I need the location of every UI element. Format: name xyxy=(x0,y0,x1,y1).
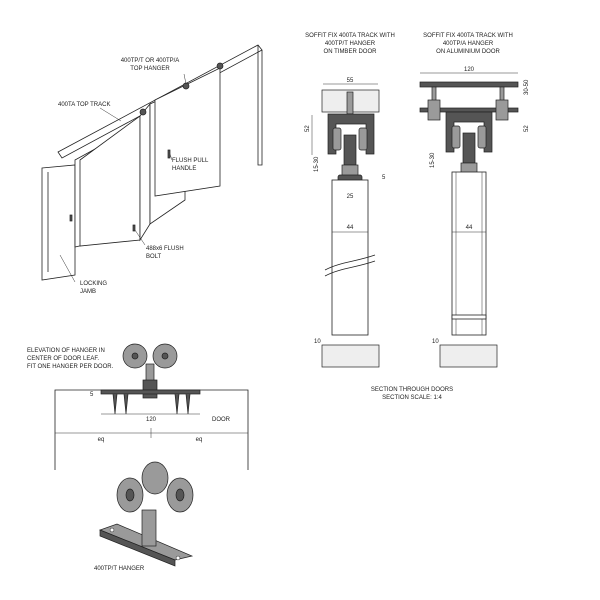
dim-door: 44 xyxy=(347,225,354,231)
door-leaf xyxy=(154,67,221,197)
handle-label: HANDLE xyxy=(172,166,196,172)
hanger-label: 400TP/T OR 400TP/A xyxy=(121,58,180,64)
dim-eq-right: eq xyxy=(196,437,203,443)
flush-bolt xyxy=(132,224,136,232)
dim-plate-width: 120 xyxy=(146,417,157,423)
flush-pull-handle xyxy=(167,149,171,159)
dim-width: 55 xyxy=(347,78,354,84)
jamb-label: LOCKING xyxy=(80,281,107,287)
handle-label: FLUSH PULL xyxy=(172,158,209,164)
hanger-label: TOP HANGER xyxy=(130,66,170,72)
hanger-elevation: ELEVATION OF HANGER IN CENTER OF DOOR LE… xyxy=(27,343,249,470)
section-scale: SECTION SCALE: 1:4 xyxy=(382,395,442,401)
section-title: SOFFIT FIX 400TA TRACK WITH xyxy=(305,33,395,39)
section-title: ON ALUMINIUM DOOR xyxy=(436,49,500,55)
section-title: 400TP/T HANGER xyxy=(325,41,376,47)
track-profile xyxy=(327,113,375,155)
jamb-label: JAMB xyxy=(80,289,96,295)
section-caption: SECTION THROUGH DOORS xyxy=(371,387,453,393)
top-plate xyxy=(419,81,519,88)
hanger-icon xyxy=(139,108,147,116)
track-profile xyxy=(445,111,493,153)
dim-height: 52 xyxy=(524,125,530,132)
dim-height: 52 xyxy=(305,125,311,132)
dim-door: 44 xyxy=(466,225,473,231)
door-outline xyxy=(54,389,249,470)
folding-door-perspective: 400TP/T OR 400TP/A TOP HANGER 400TA TOP … xyxy=(41,44,263,295)
dim-bracket: 30-50 xyxy=(524,79,530,95)
section-title: SOFFIT FIX 400TA TRACK WITH xyxy=(423,33,513,39)
section-title: ON TIMBER DOOR xyxy=(324,49,378,55)
locking-jamb xyxy=(41,164,76,281)
mount-plate xyxy=(100,389,201,395)
dim-plate-thickness: 5 xyxy=(90,392,94,398)
hanger-icon xyxy=(216,62,224,70)
timber-door xyxy=(331,179,369,336)
elevation-note: CENTER OF DOOR LEAF. xyxy=(27,356,99,362)
hanger-caption: 400TP/T HANGER xyxy=(94,566,145,572)
dim-width: 120 xyxy=(464,67,475,73)
floor xyxy=(321,344,380,368)
dim-clearance: 5 xyxy=(382,175,386,181)
section-title: 400TP/A HANGER xyxy=(443,41,494,47)
elevation-note: ELEVATION OF HANGER IN xyxy=(27,348,105,354)
track-label: 400TA TOP TRACK xyxy=(58,102,110,108)
elevation-note: FIT ONE HANGER PER DOOR. xyxy=(27,364,114,370)
dim-gap: 15-30 xyxy=(430,152,436,168)
hanger-illustration: 400TP/T HANGER xyxy=(94,461,194,572)
aluminium-door xyxy=(451,171,487,336)
door-leaf xyxy=(139,102,151,242)
door-label: DOOR xyxy=(212,417,231,423)
dim-eq-left: eq xyxy=(98,437,105,443)
aluminium-door-section: SOFFIT FIX 400TA TRACK WITH 400TP/A HANG… xyxy=(419,33,530,368)
dim-floor: 10 xyxy=(432,339,439,345)
bolt-label: 488x6 FLUSH xyxy=(146,246,184,252)
dim-floor: 10 xyxy=(314,339,321,345)
dim-gap: 15-30 xyxy=(314,156,320,172)
dim-stem: 25 xyxy=(347,194,354,200)
bolt-label: BOLT xyxy=(146,254,162,260)
floor xyxy=(439,344,498,368)
timber-door-section: SOFFIT FIX 400TA TRACK WITH 400TP/T HANG… xyxy=(305,33,395,368)
